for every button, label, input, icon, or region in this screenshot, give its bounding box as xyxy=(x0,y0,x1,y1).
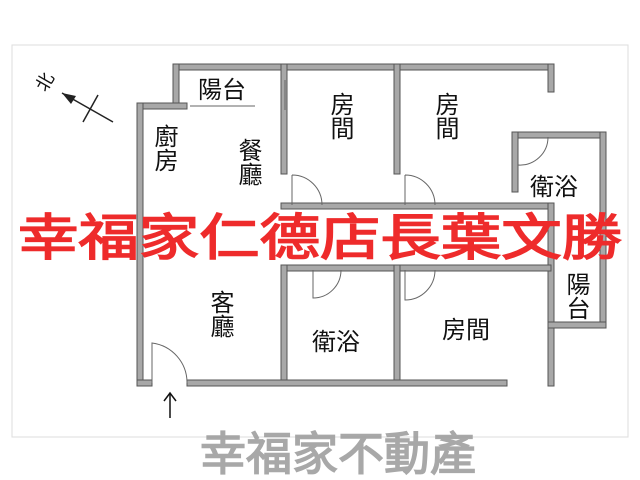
room-label-bedroom-3: 房間 xyxy=(442,316,490,344)
room-label-balcony-right: 陽台 xyxy=(562,272,590,320)
watermark-gray: 幸福家不動產 xyxy=(200,427,476,480)
room-label-living: 客廳 xyxy=(206,290,234,338)
room-label-bedroom-2: 房間 xyxy=(431,92,459,140)
room-label-balcony-top: 陽台 xyxy=(198,76,246,104)
plan-border xyxy=(11,44,629,438)
room-label-kitchen: 廚房 xyxy=(150,124,178,172)
room-label-bath-right: 衛浴 xyxy=(530,173,578,201)
room-label-bedroom-1: 房間 xyxy=(326,92,354,140)
room-label-dining: 餐廳 xyxy=(234,138,262,186)
room-label-bath-bottom: 衛浴 xyxy=(312,328,360,356)
arrow-up-icon xyxy=(163,391,177,418)
watermark-red: 幸福家仁德店長葉文勝 xyxy=(18,209,623,267)
walls xyxy=(136,63,607,387)
doors xyxy=(151,80,549,384)
